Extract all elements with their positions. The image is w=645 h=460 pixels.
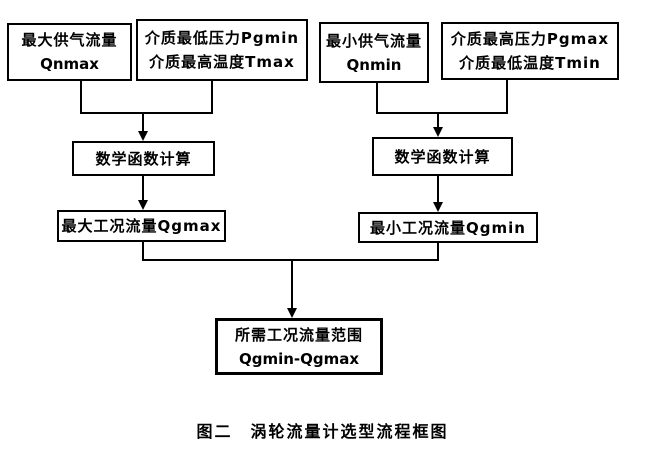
node-text: 介质最高温度Tmax [149, 53, 295, 71]
node-text: 数学函数计算 [394, 147, 491, 166]
node-required-flow-range: 所需工况流量范围 Qgmin-Qgmax [215, 318, 383, 375]
arrow-down-icon [138, 131, 148, 141]
connector-line [211, 81, 213, 114]
node-max-supply-flow: 最大供气流量 Qnmax [7, 23, 132, 81]
connector-line [291, 259, 293, 309]
connector-line [376, 82, 378, 114]
arrow-down-icon [433, 202, 443, 212]
figure-caption: 图二 涡轮流量计选型流程框图 [196, 422, 449, 441]
node-math-calc-right: 数学函数计算 [372, 137, 513, 176]
node-text: 介质最低温度Tmin [459, 54, 601, 72]
arrow-down-icon [138, 200, 148, 210]
node-text: 介质最高压力Pgmax [450, 30, 610, 48]
connector-line [80, 112, 213, 114]
node-text: Qgmin-Qgmax [238, 349, 360, 368]
node-text: 介质最低压力Pgmin [144, 29, 300, 47]
connector-line [142, 176, 144, 201]
connector-line [376, 112, 508, 114]
node-text: Qnmin [346, 55, 402, 74]
connector-line [506, 80, 508, 114]
node-text: 最小工况流量Qgmin [370, 218, 526, 237]
node-text: 最小供气流量 [325, 31, 422, 50]
node-text: 数学函数计算 [95, 149, 192, 168]
node-min-supply-flow: 最小供气流量 Qnmin [319, 22, 429, 83]
node-math-calc-left: 数学函数计算 [72, 141, 215, 176]
node-text: 最大供气流量 [21, 31, 118, 49]
connector-line [437, 176, 439, 203]
node-medium-max-pressure-min-temp: 介质最高压力Pgmax 介质最低温度Tmin [441, 22, 619, 80]
node-qgmax: 最大工况流量Qgmax [57, 210, 226, 242]
arrow-down-icon [433, 127, 443, 137]
node-medium-min-pressure-max-temp: 介质最低压力Pgmin 介质最高温度Tmax [136, 19, 308, 81]
node-text: Qnmax [40, 55, 99, 73]
node-qgmin: 最小工况流量Qgmin [358, 212, 538, 243]
node-text: 所需工况流量范围 [234, 325, 363, 344]
connector-line [80, 81, 82, 114]
connector-line [437, 112, 439, 128]
arrow-down-icon [287, 308, 297, 318]
connector-line [437, 243, 439, 261]
connector-line [142, 259, 439, 261]
node-text: 最大工况流量Qgmax [61, 217, 222, 235]
connector-line [142, 242, 144, 261]
connector-line [142, 112, 144, 133]
